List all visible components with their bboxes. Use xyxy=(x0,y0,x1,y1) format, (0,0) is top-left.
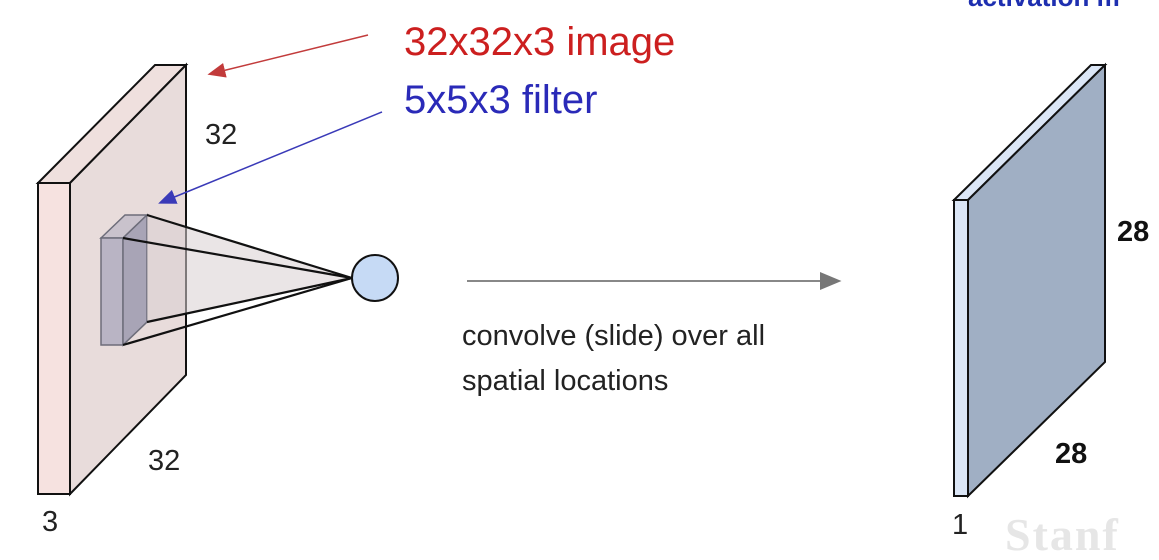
output-width-label: 28 xyxy=(1055,438,1088,470)
receptive-field-cone xyxy=(147,215,352,322)
output-side-face xyxy=(953,199,969,497)
output-front-face xyxy=(967,62,1106,499)
output-neuron xyxy=(351,254,399,302)
filter-caption-arrow xyxy=(158,111,383,204)
stanford-watermark: Stanf xyxy=(1005,509,1120,560)
filter-caption: 5x5x3 filter xyxy=(404,78,598,122)
input-width-label: 32 xyxy=(148,445,181,477)
convolve-description-line1: convolve (slide) over all xyxy=(462,320,766,352)
output-activation-map xyxy=(951,62,1108,499)
filter-side-face xyxy=(100,237,124,346)
convolve-description-line2: spatial locations xyxy=(462,365,669,397)
activation-map-title-partial: activation m xyxy=(968,0,1120,10)
input-volume-side-face xyxy=(37,182,71,495)
image-caption-arrow xyxy=(207,34,369,78)
filter-front-face xyxy=(122,213,148,347)
input-image-caption: 32x32x3 image xyxy=(404,20,676,64)
filter-connection-lines xyxy=(122,213,353,347)
filter-block xyxy=(99,213,149,347)
output-height-label: 28 xyxy=(1117,216,1150,248)
input-depth-label: 3 xyxy=(42,506,59,538)
input-height-label: 32 xyxy=(205,119,238,151)
output-depth-label: 1 xyxy=(952,509,969,541)
